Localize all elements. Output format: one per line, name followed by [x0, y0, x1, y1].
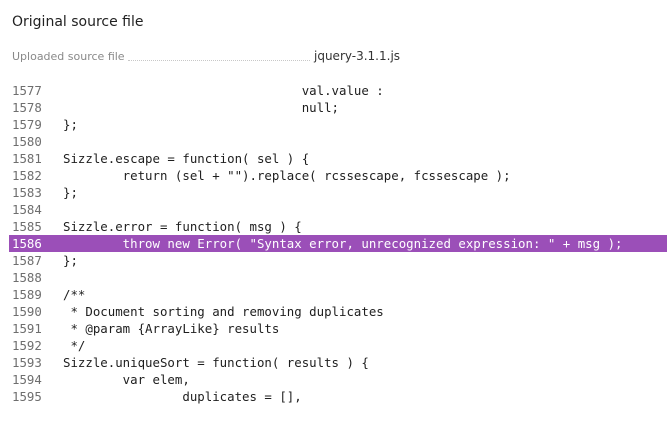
line-number: 1586	[12, 236, 42, 251]
line-code: * Document sorting and removing duplicat…	[63, 304, 384, 319]
code-line[interactable]: 1582 return (sel + "").replace( rcssesca…	[0, 167, 667, 184]
line-code: * @param {ArrayLike} results	[63, 321, 280, 336]
code-line[interactable]: 1590 * Document sorting and removing dup…	[0, 303, 667, 320]
line-number: 1591	[12, 321, 42, 336]
line-code: throw new Error( "Syntax error, unrecogn…	[63, 236, 623, 251]
code-line[interactable]: 1591 * @param {ArrayLike} results	[0, 320, 667, 337]
code-line[interactable]: 1593 Sizzle.uniqueSort = function( result…	[0, 354, 667, 371]
line-number: 1594	[12, 372, 42, 387]
code-line[interactable]: 1583};	[0, 184, 667, 201]
code-line-highlighted[interactable]: 1586 throw new Error( "Syntax error, unr…	[9, 235, 667, 252]
line-number: 1590	[12, 304, 42, 319]
source-file-row: Uploaded source file jquery-3.1.1.js	[12, 48, 652, 66]
line-number: 1585	[12, 219, 42, 234]
line-code: duplicates = [],	[63, 389, 302, 404]
line-code: Sizzle.error = function( msg ) {	[63, 219, 302, 234]
line-number: 1593	[12, 355, 42, 370]
line-code: return (sel + "").replace( rcssescape, f…	[63, 168, 511, 183]
code-line[interactable]: 1594 var elem,	[0, 371, 667, 388]
code-line[interactable]: 1588	[0, 269, 667, 286]
line-number: 1578	[12, 100, 42, 115]
line-number: 1580	[12, 134, 42, 149]
line-number: 1582	[12, 168, 42, 183]
line-number: 1588	[12, 270, 42, 285]
source-file-name[interactable]: jquery-3.1.1.js	[314, 49, 401, 63]
line-number: 1589	[12, 287, 42, 302]
code-line[interactable]: 1584	[0, 201, 667, 218]
code-line[interactable]: 1595 duplicates = [],	[0, 388, 667, 405]
dotted-leader	[128, 60, 310, 61]
line-code: };	[63, 185, 78, 200]
line-number: 1583	[12, 185, 42, 200]
line-number: 1584	[12, 202, 42, 217]
code-line[interactable]: 1587};	[0, 252, 667, 269]
code-line[interactable]: 1577 val.value :	[0, 82, 667, 99]
line-number: 1577	[12, 83, 42, 98]
line-code: val.value :	[63, 83, 384, 98]
code-line[interactable]: 1581 Sizzle.escape = function( sel ) {	[0, 150, 667, 167]
line-code: };	[63, 253, 78, 268]
panel-title: Original source file	[12, 14, 144, 30]
line-number: 1587	[12, 253, 42, 268]
code-line[interactable]: 1589 /**	[0, 286, 667, 303]
code-line[interactable]: 1592 */	[0, 337, 667, 354]
line-number: 1595	[12, 389, 42, 404]
line-code: Sizzle.escape = function( sel ) {	[63, 151, 310, 166]
line-code: };	[63, 117, 78, 132]
line-number: 1581	[12, 151, 42, 166]
code-line[interactable]: 1585 Sizzle.error = function( msg ) {	[0, 218, 667, 235]
code-line[interactable]: 1578 null;	[0, 99, 667, 116]
line-code: var elem,	[63, 372, 190, 387]
code-line[interactable]: 1580	[0, 133, 667, 150]
source-file-label: Uploaded source file	[12, 50, 125, 63]
line-code: /**	[63, 287, 86, 302]
line-code: null;	[63, 100, 340, 115]
line-code: */	[63, 338, 86, 353]
line-number: 1579	[12, 117, 42, 132]
code-line[interactable]: 1579};	[0, 116, 667, 133]
line-number: 1592	[12, 338, 42, 353]
line-code: Sizzle.uniqueSort = function( results ) …	[63, 355, 369, 370]
